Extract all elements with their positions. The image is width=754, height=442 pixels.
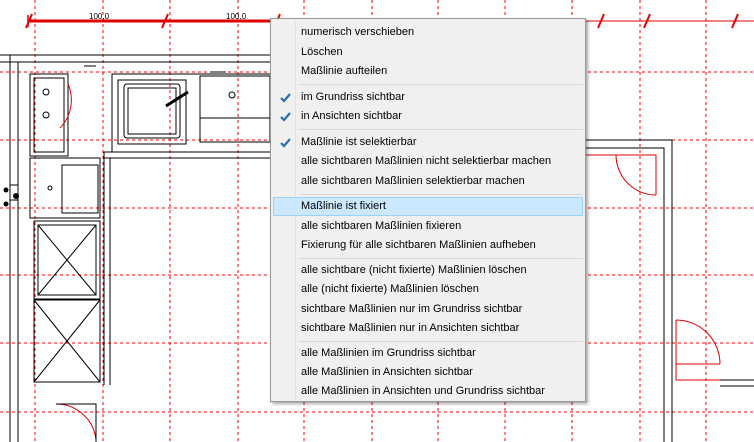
menu-item-label: im Grundriss sichtbar	[301, 91, 405, 103]
menu-item-alle-grundriss-sichtbar[interactable]: alle Maßlinien im Grundriss sichtbar	[273, 344, 583, 363]
menu-item-label: alle Maßlinien in Ansichten und Grundris…	[301, 385, 545, 397]
context-menu: numerisch verschieben Löschen Maßlinie a…	[270, 18, 586, 402]
svg-text:100,0: 100,0	[226, 12, 247, 21]
menu-item-label: sichtbare Maßlinien nur in Ansichten sic…	[301, 322, 520, 334]
menu-separator	[299, 84, 583, 85]
menu-item-label: alle sichtbaren Maßlinien nicht selektie…	[301, 155, 552, 167]
menu-item-masslinie-fixiert[interactable]: Maßlinie ist fixiert	[273, 197, 583, 216]
menu-item-alle-ansichten-sichtbar[interactable]: alle Maßlinien in Ansichten sichtbar	[273, 363, 583, 382]
menu-item-in-ansichten-sichtbar[interactable]: in Ansichten sichtbar	[273, 107, 583, 126]
menu-item-label: alle Maßlinien im Grundriss sichtbar	[301, 347, 476, 359]
menu-item-sichtbare-loeschen[interactable]: alle sichtbare (nicht fixierte) Maßlinie…	[273, 261, 583, 280]
menu-separator	[299, 341, 583, 342]
menu-separator	[299, 129, 583, 130]
menu-item-label: numerisch verschieben	[301, 26, 415, 38]
faucet	[165, 90, 189, 108]
walls	[0, 54, 754, 442]
svg-text:100,0: 100,0	[89, 12, 110, 21]
menu-item-label: alle sichtbaren Maßlinien selektierbar m…	[301, 175, 525, 187]
menu-item-numerisch-verschieben[interactable]: numerisch verschieben	[273, 23, 583, 42]
menu-item-fixierung-aufheben[interactable]: Fixierung für alle sichtbaren Maßlinien …	[273, 236, 583, 255]
menu-item-label: alle Maßlinien in Ansichten sichtbar	[301, 366, 473, 378]
menu-item-label: alle sichtbare (nicht fixierte) Maßlinie…	[301, 264, 527, 276]
menu-item-label: sichtbare Maßlinien nur im Grundriss sic…	[301, 303, 523, 315]
menu-item-label: alle (nicht fixierte) Maßlinien löschen	[301, 283, 479, 295]
menu-item-masslinien-fixieren[interactable]: alle sichtbaren Maßlinien fixieren	[273, 217, 583, 236]
menu-item-alle-ansichten-grundriss-sichtbar[interactable]: alle Maßlinien in Ansichten und Grundris…	[273, 382, 583, 401]
menu-item-label: in Ansichten sichtbar	[301, 110, 402, 122]
dimension-line[interactable]: 100,0 100,0	[25, 12, 754, 29]
menu-item-label: alle sichtbaren Maßlinien fixieren	[301, 220, 462, 232]
dimension-label-2: 100,0	[226, 12, 247, 21]
menu-item-alle-loeschen[interactable]: alle (nicht fixierte) Maßlinien löschen	[273, 280, 583, 299]
menu-item-nur-ansichten[interactable]: sichtbare Maßlinien nur in Ansichten sic…	[273, 319, 583, 338]
menu-item-label: Löschen	[301, 46, 343, 58]
menu-separator	[299, 258, 583, 259]
menu-item-label: Maßlinie ist fixiert	[301, 200, 386, 212]
menu-item-label: Maßlinie aufteilen	[301, 65, 388, 77]
kitchen-cabinets	[10, 65, 273, 385]
menu-item-label: Fixierung für alle sichtbaren Maßlinien …	[301, 239, 536, 251]
menu-item-im-grundriss-sichtbar[interactable]: im Grundriss sichtbar	[273, 88, 583, 107]
menu-item-selektierbar-machen[interactable]: alle sichtbaren Maßlinien selektierbar m…	[273, 172, 583, 191]
door-arcs	[55, 83, 97, 442]
menu-item-masslinie-selektierbar[interactable]: Maßlinie ist selektierbar	[273, 133, 583, 152]
dimension-label-1: 100,0	[89, 12, 110, 21]
menu-separator	[299, 194, 583, 195]
checkmark-icon	[280, 138, 291, 148]
socket-symbols	[3, 187, 19, 207]
checkmark-icon	[280, 112, 291, 122]
menu-item-masslinie-aufteilen[interactable]: Maßlinie aufteilen	[273, 62, 583, 81]
menu-item-loeschen[interactable]: Löschen	[273, 43, 583, 62]
menu-item-nur-grundriss[interactable]: sichtbare Maßlinien nur im Grundriss sic…	[273, 300, 583, 319]
menu-item-nicht-selektierbar-machen[interactable]: alle sichtbaren Maßlinien nicht selektie…	[273, 152, 583, 171]
menu-item-label: Maßlinie ist selektierbar	[301, 136, 417, 148]
room-outline	[586, 154, 721, 381]
checkmark-icon	[280, 93, 291, 103]
